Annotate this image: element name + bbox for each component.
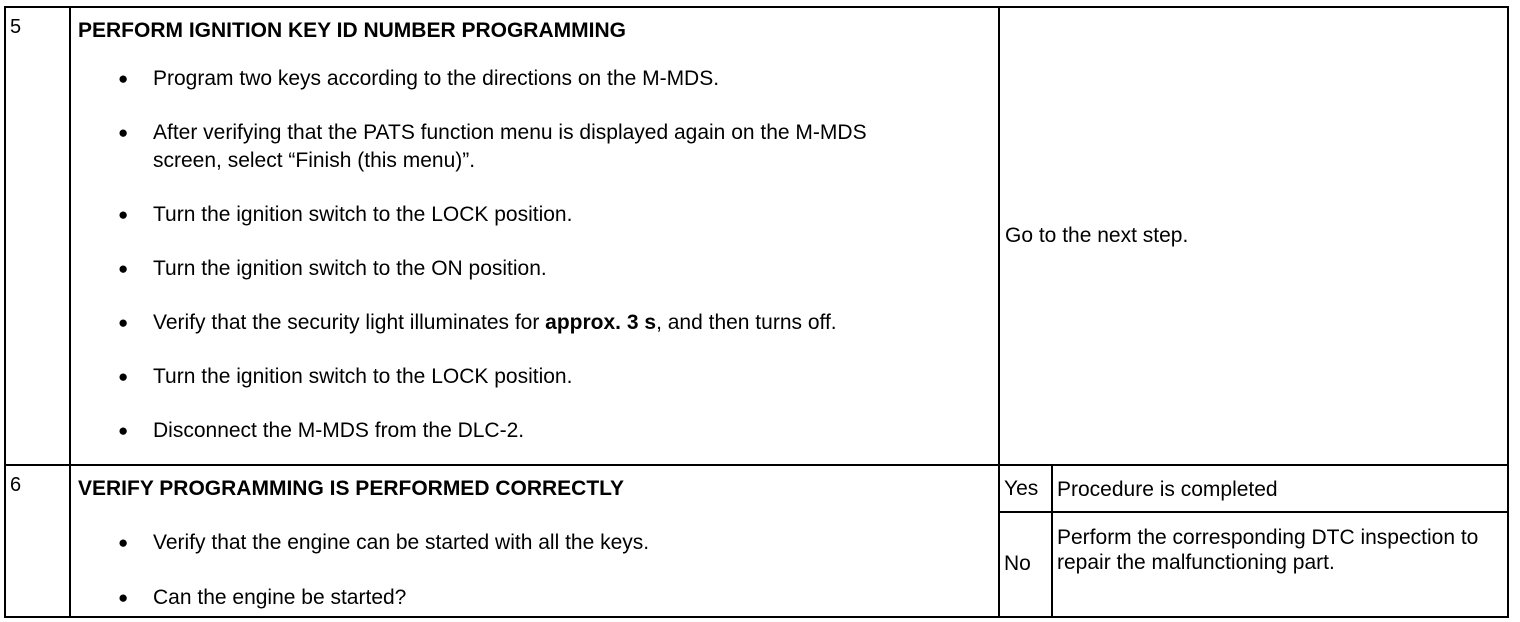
step-number: 5 <box>4 6 71 466</box>
step-content: VERIFY PROGRAMMING IS PERFORMED CORRECTL… <box>69 464 1000 618</box>
no-action: Perform the corresponding DTC inspection… <box>1051 510 1509 619</box>
yes-label: Yes <box>998 464 1053 513</box>
list-item: Program two keys according to the direct… <box>71 65 998 93</box>
list-item: Disconnect the M-MDS from the DLC-2. <box>71 417 998 445</box>
procedure-table: 5 PERFORM IGNITION KEY ID NUMBER PROGRAM… <box>4 6 1509 619</box>
list-item-emphasis: approx. 3 s <box>545 311 657 334</box>
list-item: Can the engine be started? <box>71 584 998 612</box>
step-row-6-no: No Perform the corresponding DTC inspect… <box>5 510 1509 619</box>
step-bullet-list: Verify that the engine can be started wi… <box>71 529 998 612</box>
step-content: PERFORM IGNITION KEY ID NUMBER PROGRAMMI… <box>69 6 1000 466</box>
list-item: Verify that the security light illuminat… <box>71 309 998 337</box>
step-row-6: 6 VERIFY PROGRAMMING IS PERFORMED CORREC… <box>4 464 1509 618</box>
no-label: No <box>998 510 1053 619</box>
list-item: Turn the ignition switch to the LOCK pos… <box>71 201 998 229</box>
step-action: Go to the next step. <box>998 6 1509 466</box>
step-bullet-list: Program two keys according to the direct… <box>71 65 998 445</box>
step-number: 6 <box>4 464 71 618</box>
list-item: Turn the ignition switch to the LOCK pos… <box>71 363 998 391</box>
list-item: Verify that the engine can be started wi… <box>71 529 998 557</box>
list-item: After verifying that the PATS function m… <box>71 119 998 175</box>
list-item-text: , and then turns off. <box>656 311 837 334</box>
step-row-5: 5 PERFORM IGNITION KEY ID NUMBER PROGRAM… <box>4 6 1509 466</box>
list-item-text: Verify that the security light illuminat… <box>153 311 546 334</box>
yes-action: Procedure is completed <box>1051 464 1509 513</box>
list-item: Turn the ignition switch to the ON posit… <box>71 255 998 283</box>
step-title: VERIFY PROGRAMMING IS PERFORMED CORRECTL… <box>78 477 625 500</box>
step-title: PERFORM IGNITION KEY ID NUMBER PROGRAMMI… <box>78 19 626 42</box>
